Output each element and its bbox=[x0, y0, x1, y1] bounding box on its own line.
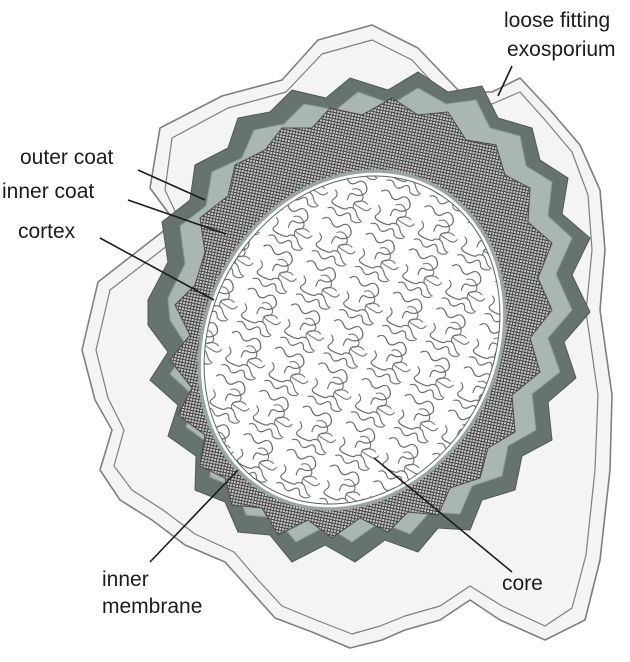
label-outer-coat: outer coat bbox=[20, 146, 114, 169]
label-exosporium-line1: loose fitting bbox=[504, 9, 610, 32]
label-core: core bbox=[502, 572, 543, 595]
label-exosporium-line2: exosporium bbox=[507, 38, 616, 61]
label-inner-membrane-line2: membrane bbox=[102, 595, 202, 618]
label-cortex: cortex bbox=[18, 220, 76, 243]
label-inner-coat: inner coat bbox=[2, 180, 94, 203]
label-inner-membrane-line1: inner bbox=[102, 568, 149, 591]
